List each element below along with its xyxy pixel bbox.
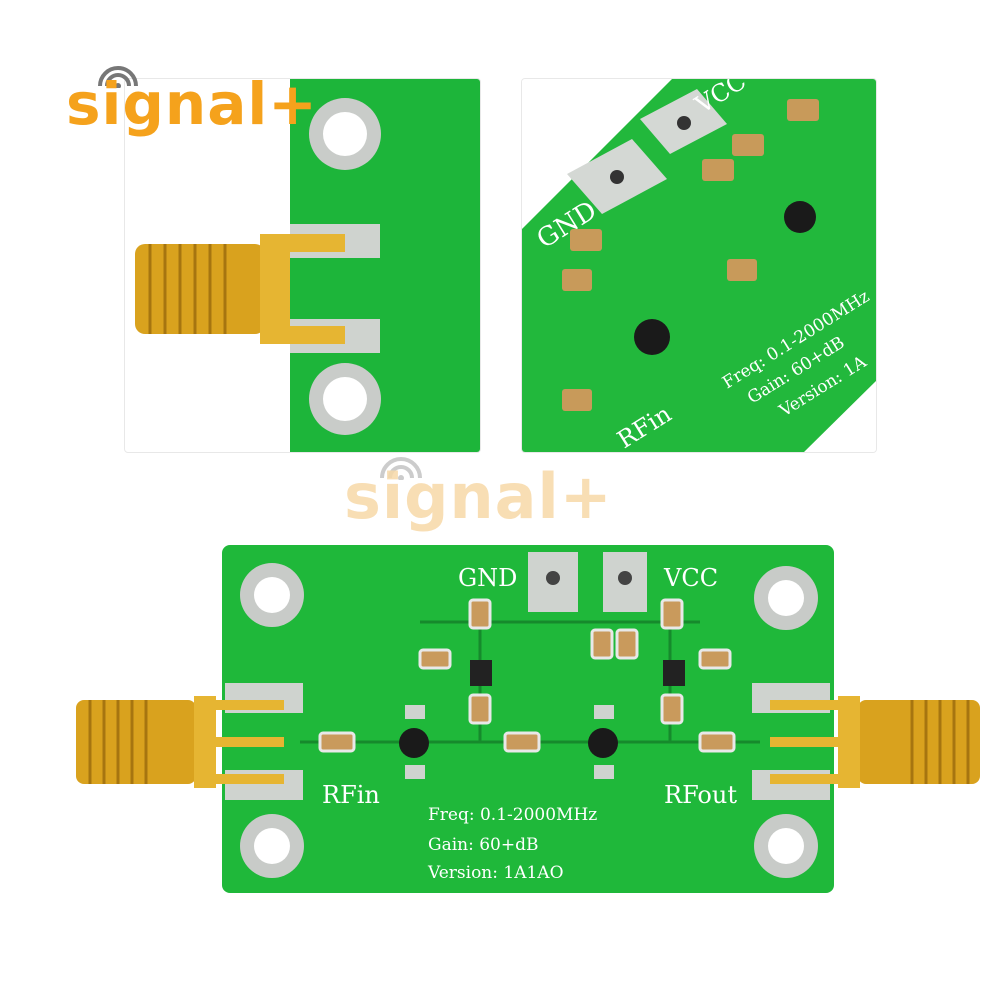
gain-label: Gain: 60+dB <box>428 835 538 855</box>
brand-watermark: signal+ <box>344 460 613 533</box>
brand-logo: signal+ <box>66 70 318 138</box>
amplifier-closeup-panel: GND VCC RFin Freq: 0.1-2000MHz Gain: 60+… <box>521 78 877 453</box>
amplifier-closeup-illustration: GND VCC RFin Freq: 0.1-2000MHz Gain: 60+… <box>522 79 876 452</box>
pcb-board <box>222 545 834 893</box>
wifi-icon <box>98 66 138 88</box>
rfin-label: RFin <box>322 781 380 809</box>
resistors <box>470 660 685 686</box>
connector-closeup-panel <box>124 78 481 453</box>
gnd-solder-pad <box>528 552 578 612</box>
vcc-solder-pad <box>603 552 647 612</box>
version-label: Version: 1A1AO <box>427 863 564 883</box>
rfout-label: RFout <box>664 781 737 809</box>
transistor-chip-2 <box>784 201 816 233</box>
freq-label: Freq: 0.1-2000MHz <box>428 805 597 825</box>
vcc-label: VCC <box>663 564 718 592</box>
sma-connector-right <box>770 696 980 788</box>
sma-connector-left <box>76 696 284 788</box>
sma-connector-body <box>135 244 265 334</box>
transistor-chips <box>399 705 618 779</box>
watermark-wifi-icon <box>380 457 422 480</box>
gnd-label: GND <box>458 564 517 592</box>
transistor-chip-1 <box>634 319 670 355</box>
connector-closeup-illustration <box>135 79 480 452</box>
sma-flange <box>260 234 290 344</box>
mount-holes <box>240 563 818 878</box>
